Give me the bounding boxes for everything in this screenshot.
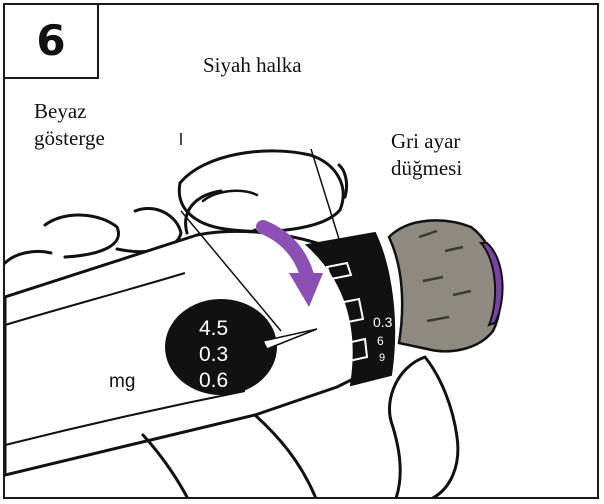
dose-value-3: 0.6	[199, 369, 228, 392]
step-number: 6	[36, 20, 65, 62]
white-indicator-label-line2: gösterge	[34, 125, 105, 152]
callout-black-ring: Siyah halka	[203, 52, 302, 79]
ring-scale-value-1: 0.3	[373, 314, 393, 330]
gray-knob-label-line2: düğmesi	[391, 155, 462, 182]
unit-label: mg	[109, 371, 135, 392]
white-indicator-label-line1: Beyaz	[34, 98, 105, 125]
callout-gray-knob: Gri ayar düğmesi	[391, 128, 462, 181]
instruction-panel: 4.5 0.3 0.6 mg 0.3 6 9	[3, 3, 599, 499]
gray-knob-label-line1: Gri ayar	[391, 128, 462, 155]
ring-scale-value-3: 9	[379, 352, 385, 364]
gray-dial-knob	[389, 220, 503, 351]
black-ring-label: Siyah halka	[203, 53, 302, 77]
step-number-box: 6	[5, 5, 99, 79]
thumb-outline	[389, 357, 457, 499]
callout-white-indicator: Beyaz gösterge	[34, 98, 105, 151]
dose-value-2: 0.3	[199, 343, 228, 366]
dose-value-1: 4.5	[199, 317, 228, 340]
pen-illustration: 4.5 0.3 0.6 mg 0.3 6 9	[5, 5, 599, 499]
ring-scale-value-2: 6	[377, 334, 384, 348]
